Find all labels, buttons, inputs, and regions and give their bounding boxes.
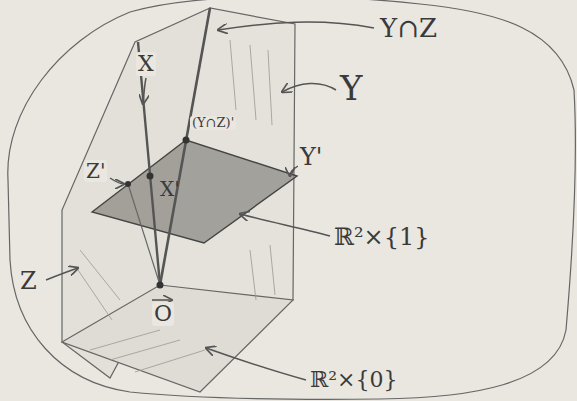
leader-line — [46, 268, 78, 280]
hatch-line — [250, 45, 256, 120]
region-outline — [8, 0, 575, 399]
leader-line — [290, 166, 298, 176]
point-label: Z' — [84, 160, 107, 182]
leader-line — [110, 178, 124, 184]
origin-point — [157, 282, 164, 289]
hatch-line — [270, 245, 275, 295]
leader-line — [143, 78, 146, 104]
line-label: X — [136, 52, 156, 76]
point-y-cap-z-prime — [183, 137, 190, 144]
hatch-line — [268, 50, 272, 125]
point-label: Y' — [298, 144, 324, 170]
plane-label: ℝ²×{0} — [308, 368, 400, 392]
point-label: (Y∩Z)' — [190, 116, 236, 130]
hatch-line — [250, 250, 256, 300]
point-z-prime — [125, 181, 131, 187]
plane-label: ℝ²×{1} — [332, 224, 431, 250]
vector-arrow — [152, 299, 172, 300]
leader-line — [240, 214, 330, 236]
leader-line — [206, 348, 306, 380]
plane-label: Z — [18, 268, 39, 294]
intersection-label: Y∩Z — [378, 14, 439, 43]
hatch-line — [80, 250, 120, 300]
leader-line — [282, 83, 336, 92]
line-z-edge — [128, 184, 160, 285]
point-x-prime — [147, 173, 154, 180]
hatch-line — [135, 350, 205, 372]
line-y-cap-z — [160, 8, 210, 285]
plane-top — [92, 140, 297, 243]
plane-bottom — [62, 285, 293, 392]
plane-label: Y — [338, 70, 364, 107]
hatch-line — [78, 270, 112, 320]
hatch-line — [110, 340, 180, 360]
leaders — [46, 22, 374, 380]
origin-label: O — [152, 302, 174, 326]
point-label: X' — [158, 178, 182, 200]
hatch-line — [230, 40, 236, 110]
leader-line — [218, 22, 374, 30]
hatch-line — [90, 330, 160, 350]
